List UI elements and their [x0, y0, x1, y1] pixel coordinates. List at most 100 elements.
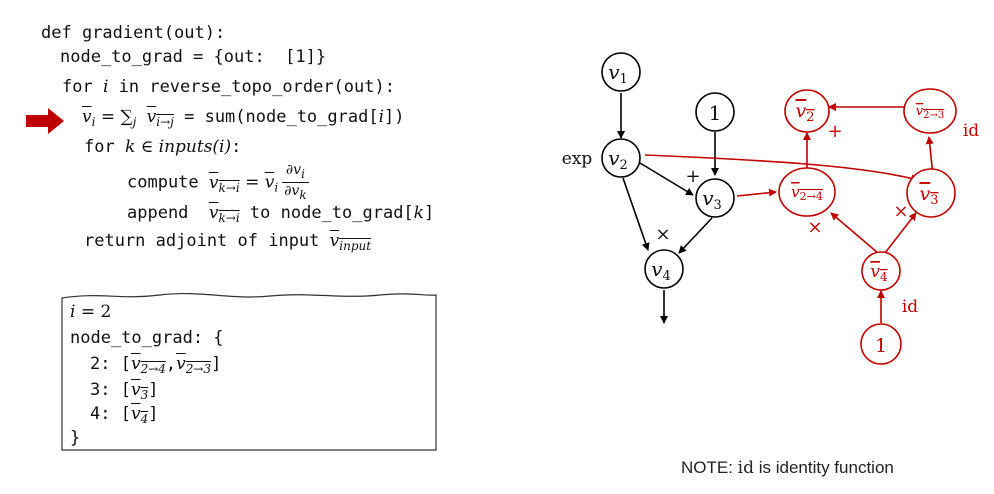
math-var: v — [146, 107, 157, 127]
code-text: : — [231, 137, 242, 157]
code-text: compute — [127, 172, 209, 193]
node-v2bar-label: v2 — [795, 100, 814, 125]
node-one-label: 1 — [709, 101, 722, 125]
edge-v4bar-to-v24bar — [830, 212, 879, 254]
code-line-init: node_to_grad = {out: [1]} — [60, 46, 326, 68]
node-v4bar — [861, 251, 901, 291]
op-plus-label: + — [685, 166, 700, 187]
math-sub: i→j — [156, 115, 174, 129]
current-line-arrow-icon — [26, 108, 64, 134]
code-text: ]) — [384, 107, 405, 127]
code-line-compute: compute vk→i = vi∂vi∂vk — [127, 162, 309, 203]
bracket: [ — [120, 380, 131, 400]
math-sub: 2→3 — [185, 362, 212, 376]
edge-v4bar-to-v3bar — [884, 212, 917, 254]
edge-v2-v4 — [622, 177, 650, 251]
math-var: i — [70, 302, 76, 322]
code-line-append: append vk→i to node_to_grad[k] — [127, 202, 434, 229]
code-line-def: def gradient(out): — [41, 22, 225, 44]
note-suffix: is identity function — [754, 458, 894, 477]
node-v1 — [601, 52, 641, 92]
bracket: [ — [120, 354, 131, 374]
node-v3-label: v3 — [702, 186, 722, 213]
code-text: ] — [423, 203, 435, 223]
entry-key: 2: — [90, 354, 121, 374]
math-sub: k — [299, 188, 307, 202]
math-var: v — [130, 354, 141, 374]
code-text: in reverse_topo_order(out): — [108, 77, 395, 97]
edge-v3-to-v24bar — [736, 188, 777, 197]
node-v24bar-label: v2→4 — [791, 183, 823, 203]
math-var: k — [413, 203, 424, 223]
note-text: NOTE: id is identity function — [681, 458, 894, 478]
code-line-sum: vi = ∑j vi→j = sum(node_to_grad[i]) — [82, 106, 405, 133]
node-one-red — [860, 323, 902, 365]
math-var: v — [82, 107, 92, 127]
math-eq: = — [95, 107, 121, 127]
math-var: v — [329, 231, 340, 251]
code-text: = sum(node_to_grad[ — [173, 107, 379, 127]
math-eq: = — [239, 172, 265, 193]
math-sub: 3 — [140, 388, 149, 402]
node-v4bar-label: v4 — [870, 262, 888, 284]
op-times-red-left-label: × — [807, 217, 822, 238]
code-text: return adjoint of input — [84, 231, 330, 251]
code-text: node_to_grad = {out: [1]} — [60, 47, 327, 67]
op-times-label: × — [655, 224, 670, 245]
math-var: v — [130, 404, 141, 424]
math-var: v — [264, 172, 275, 193]
node-one — [695, 92, 735, 132]
node-v2 — [601, 138, 641, 178]
math-var: v — [130, 380, 141, 400]
node-v4 — [644, 249, 684, 289]
op-exp-label: exp — [562, 149, 593, 169]
code-text: append — [127, 203, 209, 223]
math-sub: input — [339, 239, 372, 253]
entry-key: 4: — [90, 404, 121, 424]
code-text: for — [62, 77, 103, 97]
node-v2bar — [784, 89, 830, 133]
partial-derivative-fraction: ∂vi∂vk — [282, 162, 309, 203]
code-text: def gradient(out): — [41, 23, 226, 43]
code-line-for-i: for i in reverse_topo_order(out): — [62, 76, 395, 98]
note-prefix: NOTE: — [681, 458, 738, 477]
node-v3bar-label: v3 — [919, 183, 938, 208]
math-sub: i — [301, 167, 305, 181]
node-v3 — [695, 178, 735, 218]
code-text: node_to_grad: { — [70, 328, 224, 348]
math-var: v — [176, 354, 186, 374]
math-var: v — [208, 172, 219, 193]
math-den: ∂v — [284, 183, 300, 199]
math-sub: k→i — [218, 211, 240, 225]
state-box: i = 2 node_to_grad: { 2: [v2→4,v2→3] 3: … — [60, 290, 437, 451]
math-sub: i — [91, 115, 96, 129]
edge-v2-to-v3bar — [644, 154, 919, 183]
math-sub: 4 — [140, 412, 149, 426]
math-sub: j — [132, 115, 137, 129]
math-sum: ∑ — [120, 107, 133, 127]
algorithm-code: def gradient(out): node_to_grad = {out: … — [41, 22, 481, 262]
code-text: for — [84, 137, 125, 157]
op-times-red-right-label: × — [893, 201, 908, 222]
node-v2-label: v2 — [608, 146, 628, 173]
state-entry-4: 4: [v4] — [90, 404, 158, 426]
math-sub: k→i — [218, 180, 240, 195]
bracket: ] — [211, 354, 222, 374]
math-eq: = 2 — [75, 302, 112, 322]
node-v4-label: v4 — [651, 257, 671, 284]
op-id-top-label: id — [963, 121, 979, 141]
math-expr: k ∈ inputs(i) — [124, 137, 232, 157]
node-v1-label: v1 — [608, 60, 628, 87]
entry-key: 3: — [90, 380, 121, 400]
node-v3bar — [906, 168, 956, 218]
state-i: i = 2 — [70, 302, 111, 322]
node-one-red-label: 1 — [875, 335, 887, 357]
bracket: ] — [148, 380, 159, 400]
state-entry-3: 3: [v3] — [90, 380, 158, 402]
node-v23bar — [903, 88, 957, 134]
edge-v2-v3 — [639, 162, 694, 196]
math-num: ∂v — [285, 162, 302, 178]
state-entry-2: 2: [v2→4,v2→3] — [90, 354, 222, 376]
math-var: i — [378, 107, 385, 127]
